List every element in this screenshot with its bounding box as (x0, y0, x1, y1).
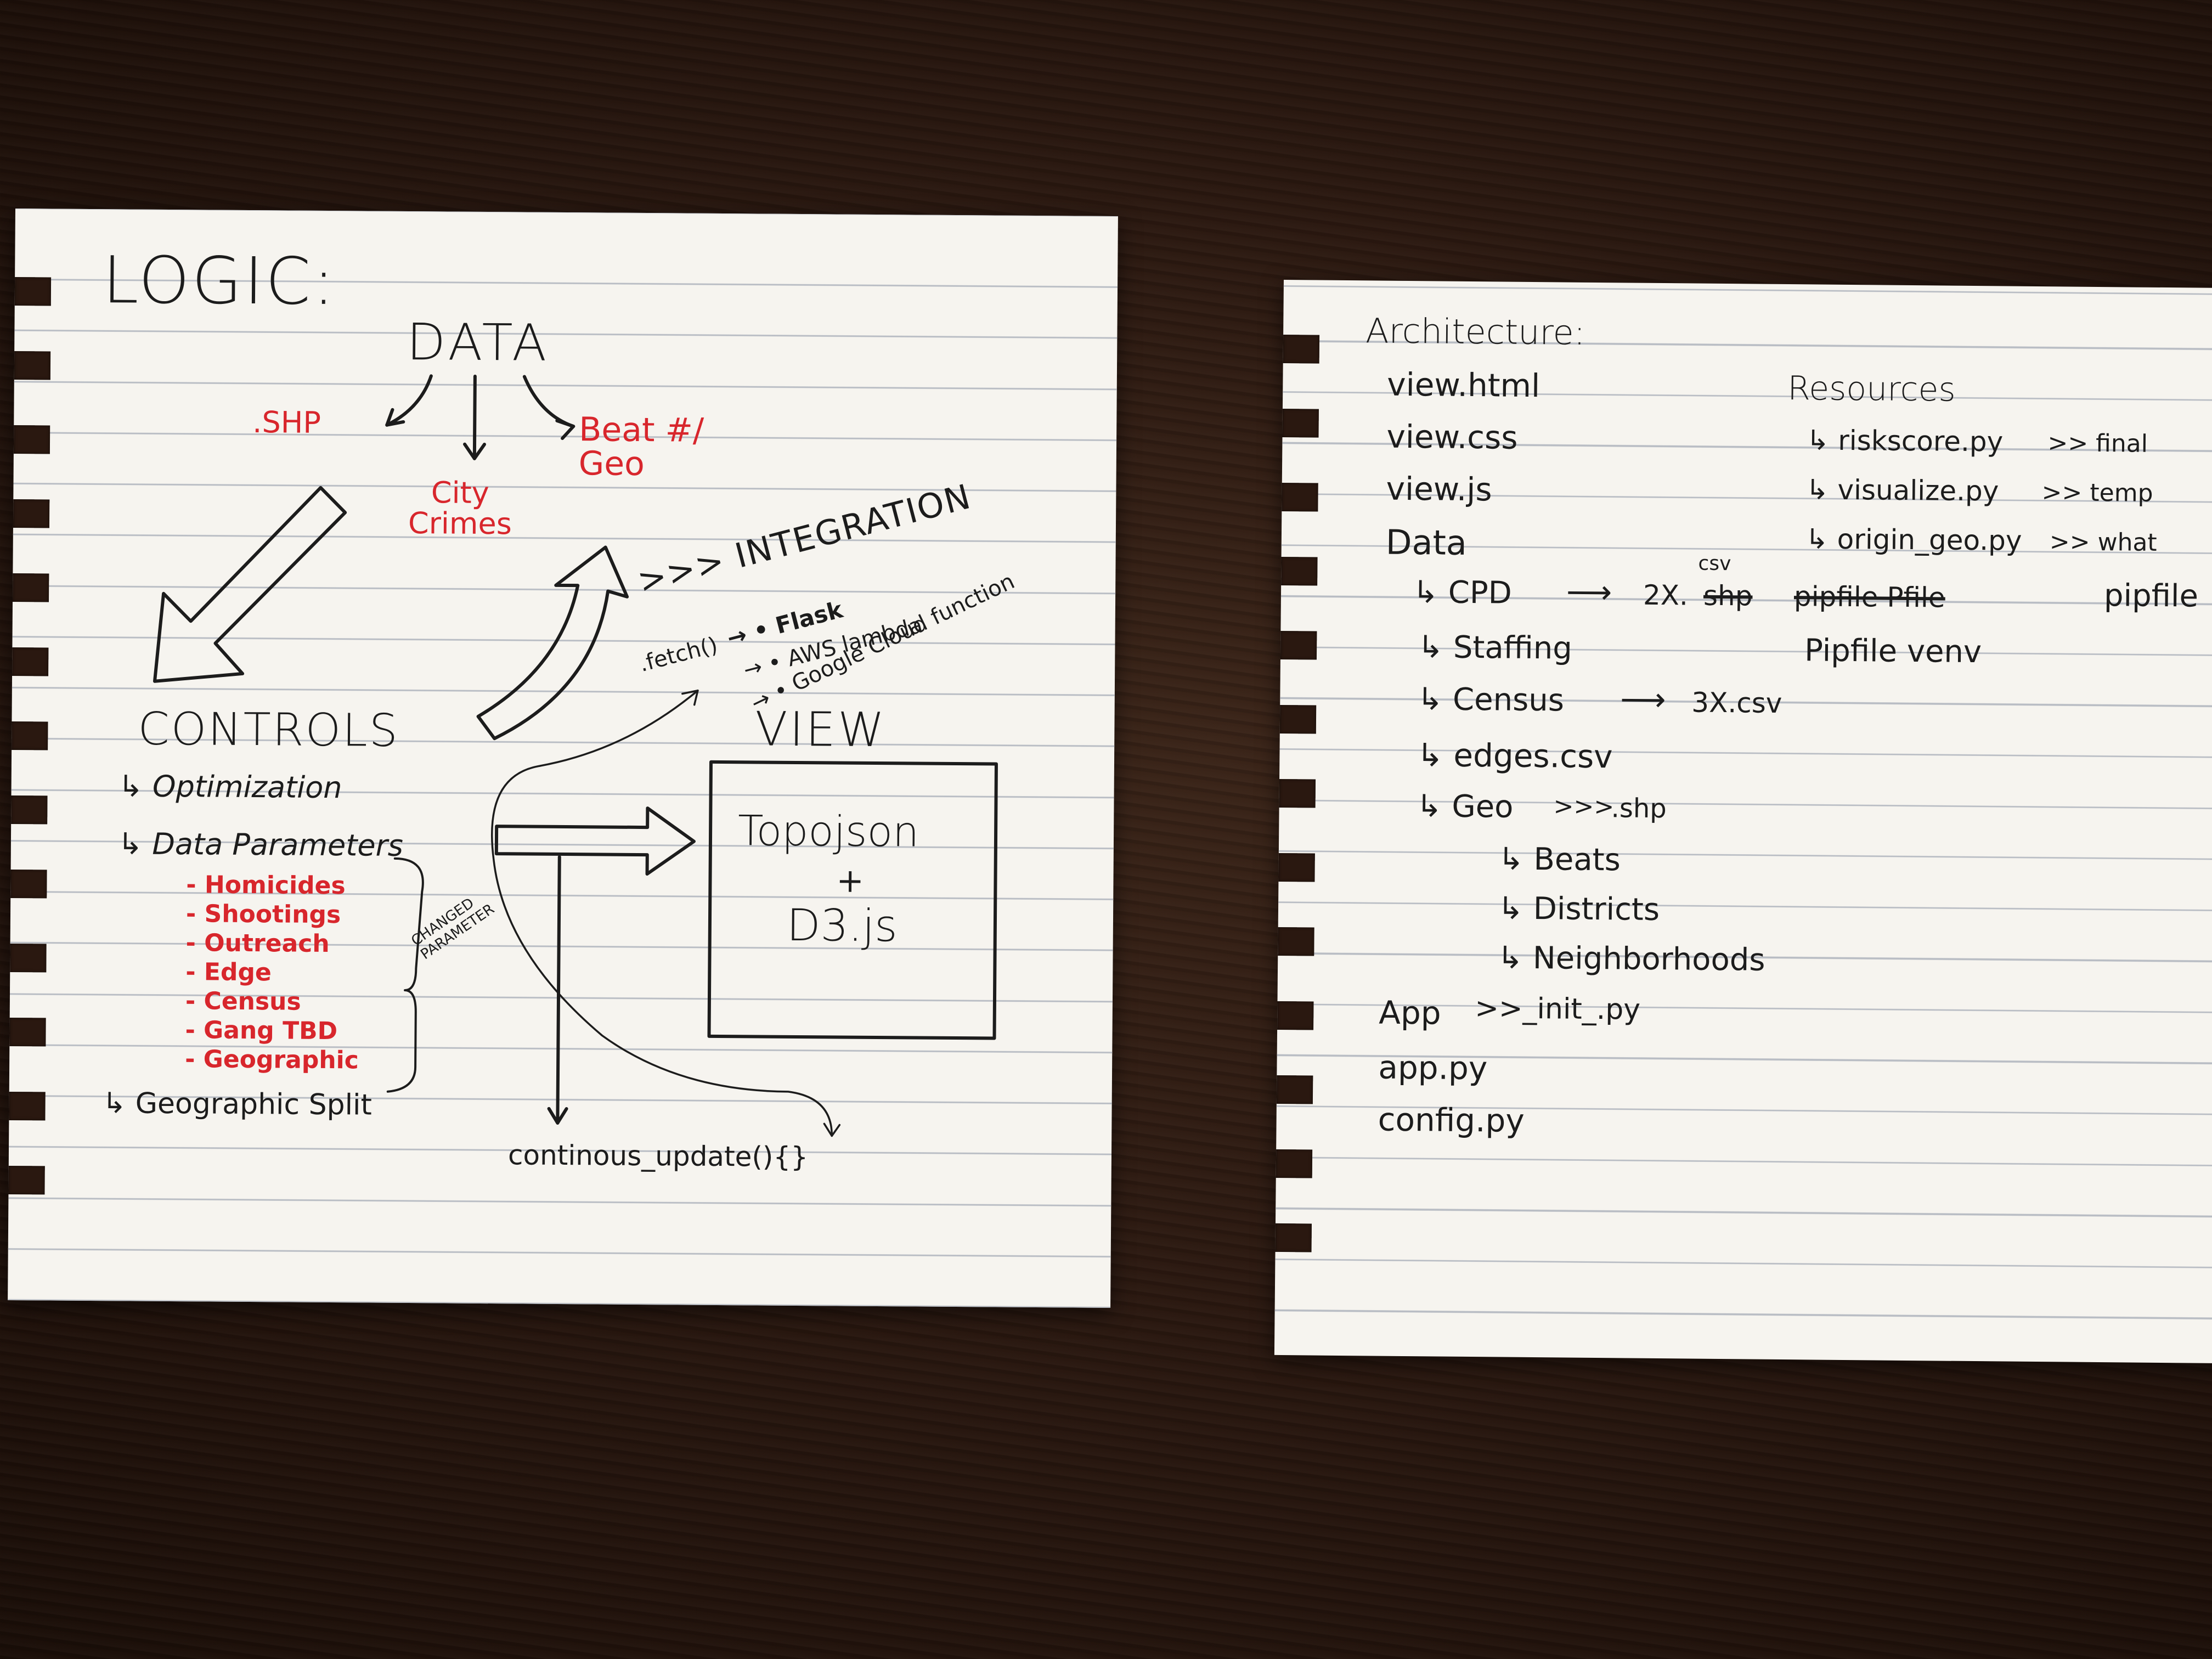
binder-hole (1282, 408, 1319, 438)
binder-hole (1278, 853, 1315, 882)
folder-app: App (1379, 994, 1441, 1032)
cpd-pipfile: pipfile (2103, 578, 2199, 614)
resource-origin-geo-note: >> what (2049, 528, 2157, 557)
geo-child-beats: ↳ Beats (1498, 841, 1621, 878)
view-box-line-plus: + (836, 861, 865, 900)
logic-diagram-strokes (153, 374, 998, 1137)
binder-hole (1283, 334, 1320, 364)
binder-hole (1281, 556, 1318, 586)
view-box-line-topojson: Topojson (737, 806, 919, 856)
resource-origin-geo: ↳ origin_geo.py (1805, 523, 2022, 557)
folder-data: Data (1385, 522, 1468, 563)
file-view-html: view.html (1387, 365, 1541, 405)
view-box-line-d3: D3.js (786, 899, 898, 952)
data-source-city-crimes: City Crimes (408, 475, 512, 541)
geo-child-districts: ↳ Districts (1497, 890, 1660, 928)
binder-hole (1276, 1149, 1313, 1178)
arrow-data-to-shp (385, 374, 433, 427)
resource-visualize-note: >> temp (2041, 478, 2153, 507)
geo-child-neighborhoods: ↳ Neighborhoods (1497, 940, 1765, 978)
binder-hole (1275, 1223, 1312, 1252)
view-label: VIEW (755, 702, 887, 758)
architecture-notebook-page: Architecture: view.html view.css view.js… (1274, 280, 2212, 1364)
file-config-py: config.py (1378, 1101, 1525, 1139)
cpd-crossed-pipfile: pipfile Pfile (1793, 580, 1945, 614)
file-app-py: app.py (1378, 1048, 1488, 1087)
binder-hole (1279, 778, 1316, 808)
data-child-cpd: ↳ CPD (1412, 574, 1513, 611)
view-box-outline (707, 760, 998, 1040)
parameter-edge: - Edge (185, 958, 272, 987)
resource-visualize: ↳ visualize.py (1805, 473, 1999, 507)
cpd-arrow: ⟶ (1566, 573, 1612, 611)
data-child-census: ↳ Census (1417, 681, 1565, 719)
binder-hole (1278, 927, 1314, 956)
resource-pipfile-venv: Pipfile venv (1804, 633, 1982, 670)
parameter-census: - Census (185, 987, 301, 1016)
big-arrow-to-integration (476, 545, 629, 741)
continuous-update-label: continous_update(){} (507, 1139, 809, 1173)
data-child-staffing: ↳ Staffing (1417, 629, 1573, 667)
data-child-geo: ↳ Geo (1416, 788, 1514, 825)
binder-hole (1276, 1075, 1313, 1104)
page-title-logic: LOGIC: (102, 242, 337, 320)
data-child-edges: ↳ edges.csv (1417, 736, 1613, 776)
file-view-js: view.js (1386, 470, 1492, 509)
controls-item-optimization: ↳ Optimization (118, 769, 342, 805)
controls-item-geographic-split: ↳ Geographic Split (102, 1087, 373, 1122)
line-to-update (556, 855, 561, 1125)
app-init-file: >>_init_.py (1475, 992, 1641, 1026)
resources-label: Resources (1787, 369, 1956, 409)
logic-notebook-page: LOGIC: DATA .SHP City Crimes Beat #/ Geo… (8, 208, 1118, 1308)
binder-hole (1279, 704, 1317, 734)
census-target: 3X.csv (1691, 686, 1782, 719)
big-arrow-to-controls (153, 486, 347, 683)
cpd-crossed-shp: shp (1703, 579, 1753, 612)
parameters-bracket (386, 857, 424, 1093)
parameter-homicides: - Homicides (186, 871, 346, 900)
cpd-target: 2X. (1643, 579, 1689, 612)
parameter-gang-tbd: - Gang TBD (185, 1016, 338, 1046)
census-arrow: ⟶ (1620, 680, 1666, 719)
cpd-csv-insert: csv (1698, 552, 1731, 575)
resource-riskscore: ↳ riskscore.py (1806, 424, 2004, 458)
arrow-data-to-beat-geo (522, 375, 575, 428)
data-source-shp: .SHP (252, 405, 321, 440)
binder-hole (1277, 1001, 1314, 1030)
data-node-label: DATA (406, 312, 550, 373)
controls-label: CONTROLS (138, 703, 400, 757)
page-title-architecture: Architecture: (1365, 311, 1585, 353)
parameter-shootings: - Shootings (185, 900, 341, 929)
file-view-css: view.css (1386, 417, 1518, 456)
arrow-to-view (494, 806, 696, 876)
parameter-geographic: - Geographic (185, 1045, 359, 1075)
binder-hole (1282, 482, 1318, 512)
resource-riskscore-note: >> final (2047, 429, 2148, 458)
parameter-outreach: - Outreach (185, 929, 330, 958)
controls-item-data-parameters: ↳ Data Parameters (117, 826, 404, 863)
binder-hole (1280, 630, 1317, 660)
geo-target: .shp (1611, 793, 1667, 825)
flow-curve-integration-update (491, 689, 833, 1137)
data-source-beat-geo: Beat #/ Geo (578, 410, 704, 484)
geo-arrow: >>> (1553, 792, 1615, 821)
